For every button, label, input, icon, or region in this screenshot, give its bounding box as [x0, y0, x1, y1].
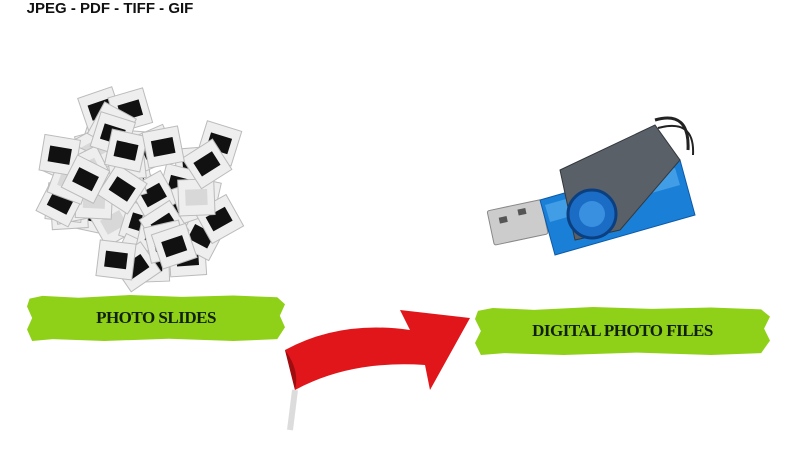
photo-slides-pile: [35, 86, 245, 293]
slide-frame: [141, 125, 185, 169]
slide-frame: [103, 128, 149, 173]
file-formats-text: JPEG - PDF - TIFF - GIF: [26, 0, 194, 17]
slide-frame: [60, 154, 111, 205]
photo-slides-banner: PHOTO SLIDES: [27, 295, 285, 341]
slide-frame: [177, 178, 216, 217]
slide-frame: [181, 138, 233, 190]
digital-photo-files-banner: DIGITAL PHOTO FILES: [475, 307, 770, 355]
usb-drive-icon: [486, 116, 696, 256]
slide-frame: [96, 163, 148, 215]
slide-frame: [95, 239, 137, 281]
slide-frame: [38, 133, 82, 177]
red-arrow-icon: [285, 310, 470, 431]
slide-frame: [150, 222, 198, 270]
